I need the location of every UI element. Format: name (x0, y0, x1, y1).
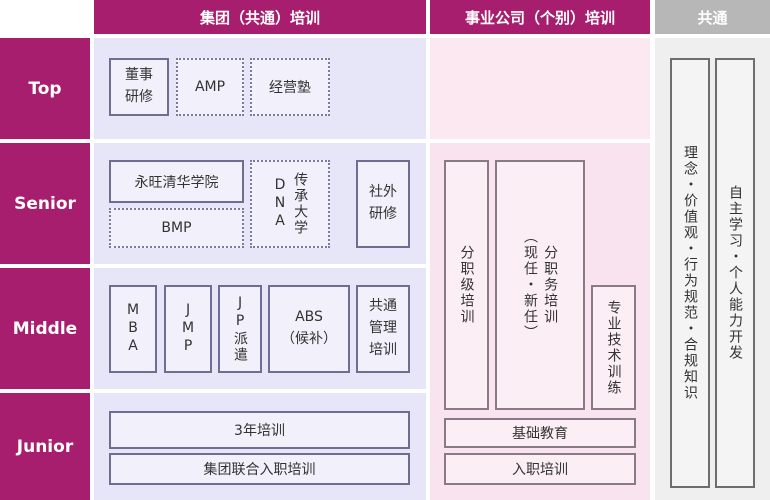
level-top: Top (0, 38, 90, 139)
tech-training-label: 专业技术训练 (605, 299, 622, 396)
header-common: 共通 (655, 0, 770, 34)
duty-training-note: （现任・新任） (522, 229, 538, 341)
self-development-label: 自主学习・个人能力开发 (727, 185, 744, 361)
mba-label: MBA (125, 302, 142, 356)
level-middle: Middle (0, 268, 90, 389)
aeon-tsinghua-box: 永旺清华学院 (109, 160, 244, 203)
mba-box: MBA (109, 285, 157, 373)
jp-dispatch-jp: JP (232, 295, 249, 331)
header-business-training: 事业公司（个别）培训 (430, 0, 650, 34)
philosophy-label: 理念・价值观・行为规范・合规知识 (682, 145, 699, 401)
duty-training-box: 分职务培训 （现任・新任） (495, 160, 585, 410)
management-school-box: 经营塾 (250, 58, 330, 116)
amp-box: AMP (176, 58, 244, 116)
header-group-training: 集团（共通）培训 (94, 0, 426, 34)
dna-university-box: 传承大学 DNA (250, 160, 330, 248)
jp-dispatch-box: JP 派遣 (218, 285, 262, 373)
philosophy-box: 理念・价值观・行为规范・合规知识 (670, 58, 710, 488)
jp-dispatch-label: 派遣 (232, 331, 249, 363)
duty-training-label: 分职务培训 (542, 245, 559, 325)
joint-induction-box: 集团联合入职培训 (109, 453, 410, 485)
grade-training-label: 分职级培训 (458, 245, 475, 325)
external-training-box: 社外 研修 (356, 160, 410, 248)
dna-letters-label: DNA (272, 177, 288, 231)
tech-training-box: 专业技术训练 (591, 285, 636, 410)
abs-box: ABS （候补） (268, 285, 350, 373)
board-training-box: 董事 研修 (109, 58, 169, 116)
business-top-panel (430, 38, 650, 139)
level-senior: Senior (0, 143, 90, 264)
dna-university-label: 传承大学 (292, 172, 309, 236)
jmp-box: JMP (164, 285, 212, 373)
bmp-box: BMP (109, 208, 244, 248)
three-year-training-box: 3年培训 (109, 411, 410, 449)
common-mgmt-box: 共通 管理 培训 (356, 285, 410, 373)
level-junior: Junior (0, 393, 90, 500)
basic-education-box: 基础教育 (444, 418, 636, 448)
self-development-box: 自主学习・个人能力开发 (715, 58, 755, 488)
jmp-label: JMP (180, 302, 197, 356)
grade-training-box: 分职级培训 (444, 160, 489, 410)
induction-box: 入职培训 (444, 453, 636, 485)
